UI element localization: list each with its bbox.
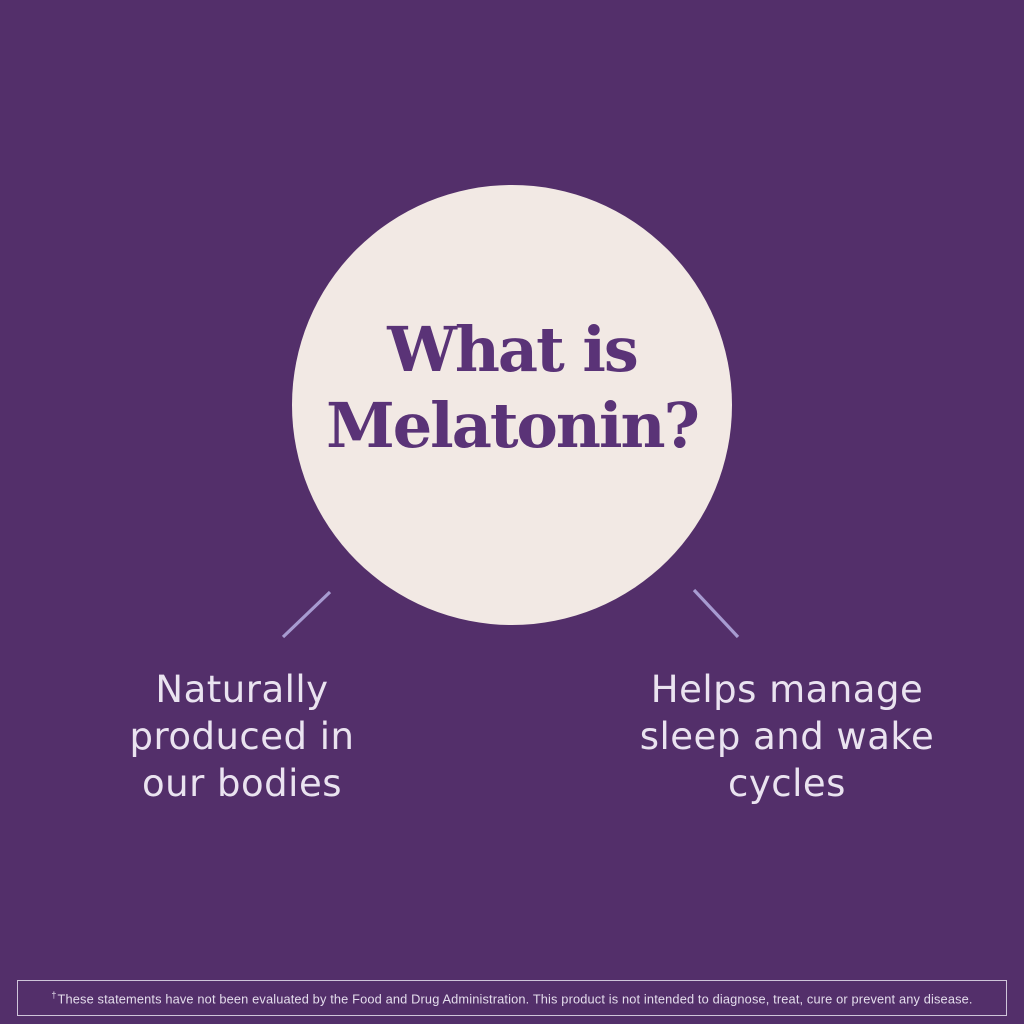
disclaimer-text: These statements have not been evaluated… [57,991,973,1007]
callout-right-line-1: Helps manage [650,668,924,711]
right-connector-line [692,588,740,639]
callout-left-line-2: produced in [129,715,355,758]
dagger-symbol: † [51,989,57,1000]
left-connector-line [281,590,332,639]
title-circle: What is Melatonin? [292,185,732,625]
title-line-1: What is [387,313,639,386]
callout-left-line-1: Naturally [155,668,329,711]
disclaimer-bar: †These statements have not been evaluate… [17,980,1007,1016]
callout-right-line-2: sleep and wake [639,715,935,758]
callout-sleep-wake-cycles: Helps manage sleep and wake cycles [577,666,997,807]
callout-left-line-3: our bodies [142,762,342,805]
title-line-2: Melatonin? [326,389,700,462]
page-title: What is Melatonin? [292,312,732,464]
callout-right-line-3: cycles [728,762,846,805]
callout-naturally-produced: Naturally produced in our bodies [32,666,452,807]
